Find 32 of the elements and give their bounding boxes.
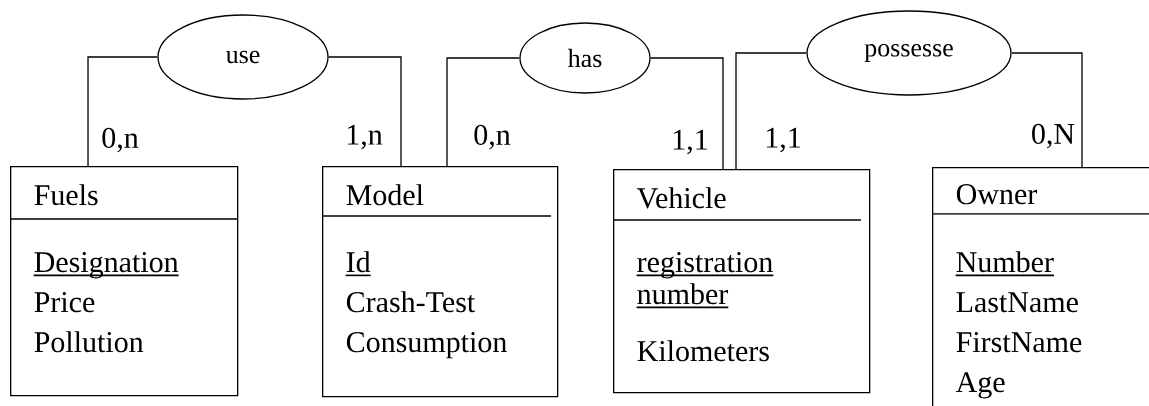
- attribute: FirstName: [956, 332, 1082, 353]
- entity-name: Vehicle: [637, 187, 726, 209]
- cardinality-label: 0,N: [1029, 122, 1077, 150]
- cardinality-label: 1,n: [344, 123, 384, 151]
- key-attribute: Designation: [32, 252, 180, 279]
- connector-line: [1011, 52, 1083, 168]
- entity-box: [321, 166, 559, 398]
- cardinality-label: 0,n: [100, 126, 140, 154]
- entity-name: Model: [346, 184, 424, 206]
- connector-line: [446, 57, 520, 167]
- cardinality-label: 1,1: [763, 126, 803, 154]
- entity-name: Fuels: [34, 184, 98, 206]
- entity-name: Owner: [956, 184, 1037, 205]
- attribute: Crash-Test: [346, 291, 476, 313]
- entity-box: [9, 166, 239, 397]
- connector-line: [735, 52, 807, 170]
- attribute: Price: [34, 292, 95, 313]
- attribute: LastName: [956, 292, 1078, 313]
- attribute: Age: [955, 372, 1005, 399]
- cardinality-label: 0,n: [472, 123, 512, 151]
- connector-line: [328, 56, 402, 167]
- key-attribute: Number: [954, 251, 1055, 277]
- connector-line: [87, 56, 158, 167]
- entity-box: [612, 169, 871, 394]
- key-attribute: Id: [344, 251, 372, 277]
- attribute: Pollution: [34, 331, 144, 353]
- entity-box: [931, 167, 1149, 406]
- attribute: Consumption: [346, 332, 507, 359]
- cardinality-label: 1,1: [670, 128, 710, 156]
- attribute: Kilometers: [637, 340, 769, 362]
- connector-line: [650, 57, 724, 170]
- key-attribute: registration number: [635, 252, 775, 309]
